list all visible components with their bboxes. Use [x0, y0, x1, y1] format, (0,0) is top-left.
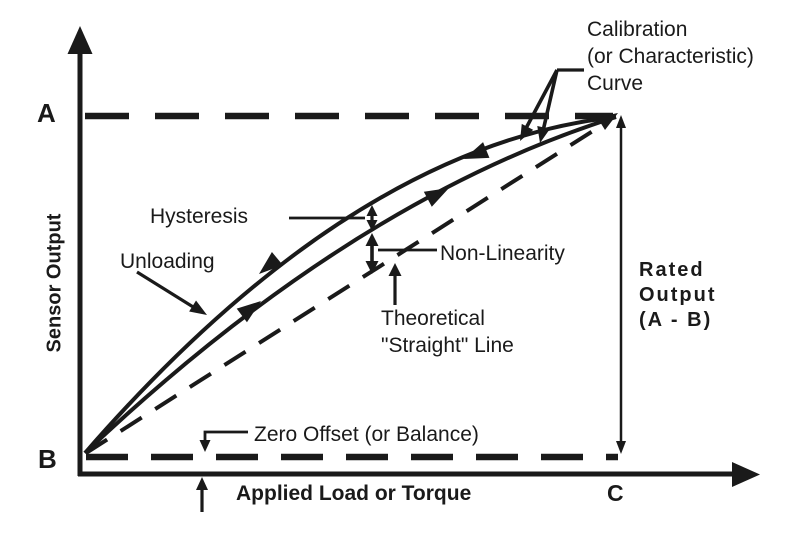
- zero-offset-leader: [199, 430, 248, 452]
- y-axis: [67, 26, 93, 476]
- non-linearity-label: Non-Linearity: [440, 242, 565, 265]
- y-axis-label: Sensor Output: [43, 213, 66, 353]
- hysteresis-arrow: [366, 205, 378, 231]
- theoretical-line-label-line2: "Straight" Line: [381, 334, 514, 357]
- point-c-label: C: [607, 480, 625, 506]
- theoretical-line-label: Theoretical "Straight" Line: [381, 305, 514, 359]
- theoretical-straight-line: [84, 120, 609, 455]
- calibration-label-line1: Calibration: [587, 18, 688, 41]
- rated-output-label-line1: Rated: [639, 259, 705, 281]
- point-b-label: B: [38, 444, 58, 474]
- unloading-label: Unloading: [120, 250, 215, 273]
- rated-output-span-arrow: [616, 115, 626, 454]
- loading-curve: [83, 115, 617, 455]
- unloading-curve-direction-arrows: [259, 142, 490, 274]
- calibration-label: Calibration (or Characteristic) Curve: [587, 16, 754, 97]
- calibration-label-line2: (or Characteristic): [587, 45, 754, 68]
- hysteresis-label: Hysteresis: [150, 205, 249, 228]
- non-linearity-arrow: [365, 233, 379, 274]
- theoretical-pointer-arrow: [388, 263, 402, 305]
- unloading-leader: [136, 270, 207, 315]
- zero-offset-label: Zero Offset (or Balance): [254, 423, 479, 446]
- point-a-label: A: [37, 98, 57, 128]
- calibration-leader: [520, 68, 584, 143]
- rated-output-label: Rated Output (A - B): [639, 258, 717, 333]
- calibration-label-line3: Curve: [587, 72, 644, 95]
- loading-curve-direction-arrows: [236, 188, 449, 323]
- x-axis-pointer-arrow: [196, 477, 208, 512]
- x-axis: [78, 462, 760, 487]
- rated-output-label-line2: Output: [639, 284, 717, 306]
- rated-output-label-line3: (A - B): [639, 309, 713, 331]
- theoretical-line-label-line1: Theoretical: [381, 307, 485, 330]
- x-axis-label: Applied Load or Torque: [236, 482, 472, 505]
